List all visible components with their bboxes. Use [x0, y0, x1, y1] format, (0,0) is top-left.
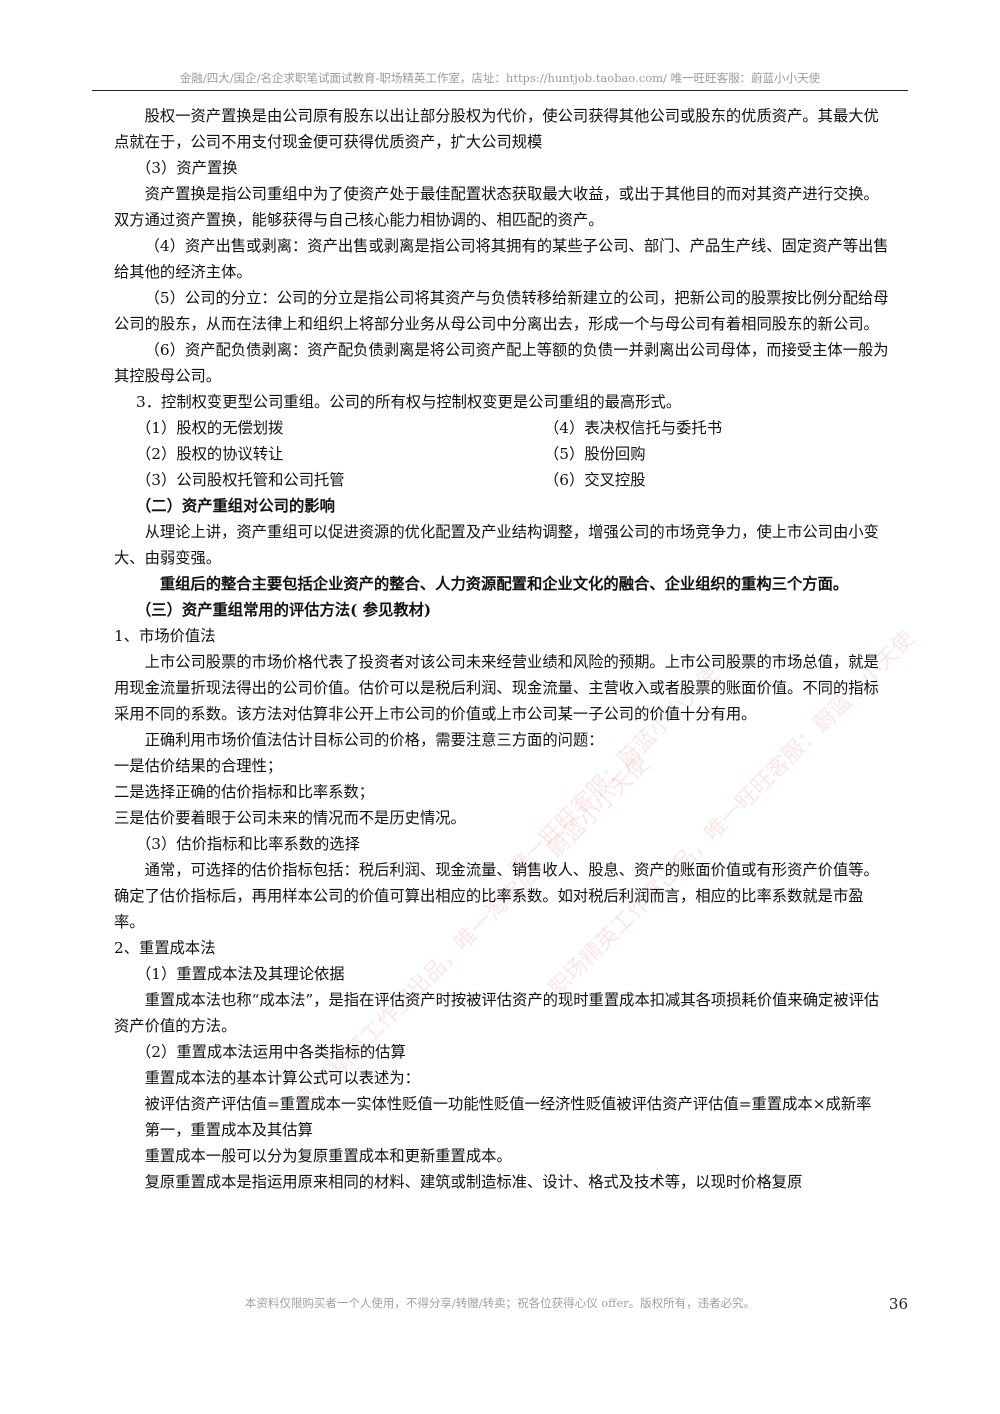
list-item: （6）交叉控股 — [544, 471, 646, 489]
header-rule — [92, 90, 908, 91]
list-item: （2）股权的协议转让 — [136, 445, 284, 463]
paragraph: 重置成本法也称“成本法”，是指在评估资产时按被评估资产的现时重置成本扣减其各项损… — [114, 991, 880, 1035]
subheading: （3）估价指标和比率系数的选择 — [136, 835, 360, 853]
section-heading: （二）资产重组对公司的影响 — [136, 497, 335, 515]
paragraph: 资产置换是指公司重组中为了使资产处于最佳配置状态获取最大收益，或出于其他目的而对… — [114, 185, 879, 229]
formula: 被评估资产评估值=重置成本一实体性贬值一功能性贬值一经济性贬值被评估资产评估值=… — [144, 1095, 872, 1113]
page-number: 36 — [888, 1295, 908, 1313]
paragraph: 股权一资产置换是由公司原有股东以出让部分股权为代价，使公司获得其他公司或股东的优… — [114, 107, 879, 151]
paragraph: 三是估价要着眼于公司未来的情况而不是历史情况。 — [114, 809, 466, 827]
paragraph: 从理论上讲，资产重组可以促进资源的优化配置及产业结构调整，增强公司的市场竞争力，… — [114, 523, 879, 567]
section-heading: 3．控制权变更型公司重组。公司的所有权与控制权变更是公司重组的最高形式。 — [136, 393, 682, 411]
paragraph: 上市公司股票的市场价格代表了投资者对该公司未来经营业绩和风险的预期。上市公司股票… — [114, 653, 879, 723]
list-item: （3）公司股权托管和公司托管 — [136, 471, 345, 489]
page-footer: 本资料仅限购买者一个人使用，不得分享/转赠/转卖；祝各位获得心仪 offer。版… — [244, 1296, 756, 1310]
section-heading: （三）资产重组常用的评估方法( 参见教材) — [136, 601, 432, 619]
page-header: 金融/四大/国企/名企求职笔试面试教育-职场精英工作室，店址：https://h… — [179, 71, 821, 85]
list-item: （4）表决权信托与委托书 — [544, 419, 722, 437]
paragraph: 第一，重置成本及其估算 — [144, 1121, 313, 1139]
list-row: （1）股权的无偿划拨 （4）表决权信托与委托书 — [114, 415, 894, 441]
paragraph: 正确利用市场价值法估计目标公司的价格，需要注意三方面的问题： — [144, 731, 604, 749]
subheading: 2、重置成本法 — [114, 939, 216, 957]
list-row: （3）公司股权托管和公司托管 （6）交叉控股 — [114, 467, 894, 493]
paragraph: 通常，可选择的估价指标包括：税后利润、现金流量、销售收人、股息、资产的账面价值或… — [114, 861, 879, 931]
list-row: （2）股权的协议转让 （5）股份回购 — [114, 441, 894, 467]
list-item: （1）股权的无偿划拨 — [136, 419, 284, 437]
paragraph: 重置成本法的基本计算公式可以表述为： — [144, 1069, 420, 1087]
paragraph: （6）资产配负债剥离：资产配负债剥离是将公司资产配上等额的负债一并剥离出公司母体… — [114, 341, 889, 385]
paragraph: 一是估价结果的合理性； — [114, 757, 283, 775]
subheading: （2）重置成本法运用中各类指标的估算 — [136, 1043, 406, 1061]
paragraph: 重置成本一般可以分为复原重置成本和更新重置成本。 — [144, 1147, 512, 1165]
paragraph: 二是选择正确的估价指标和比率系数； — [114, 783, 375, 801]
paragraph: 复原重置成本是指运用原来相同的材料、建筑或制造标准、设计、格式及技术等，以现时价… — [144, 1173, 803, 1191]
subheading: （3）资产置换 — [136, 159, 238, 177]
paragraph: （4）资产出售或剥离：资产出售或剥离是指公司将其拥有的某些子公司、部门、产品生产… — [114, 237, 889, 281]
subheading: 1、市场价值法 — [114, 627, 216, 645]
list-item: （5）股份回购 — [544, 445, 646, 463]
document-body: 股权一资产置换是由公司原有股东以出让部分股权为代价，使公司获得其他公司或股东的优… — [114, 103, 894, 1195]
emphasis-paragraph: 重组后的整合主要包括企业资产的整合、人力资源配置和企业文化的融合、企业组织的重构… — [159, 575, 849, 593]
subheading: （1）重置成本法及其理论依据 — [136, 965, 345, 983]
paragraph: （5）公司的分立：公司的分立是指公司将其资产与负债转移给新建立的公司，把新公司的… — [114, 289, 889, 333]
